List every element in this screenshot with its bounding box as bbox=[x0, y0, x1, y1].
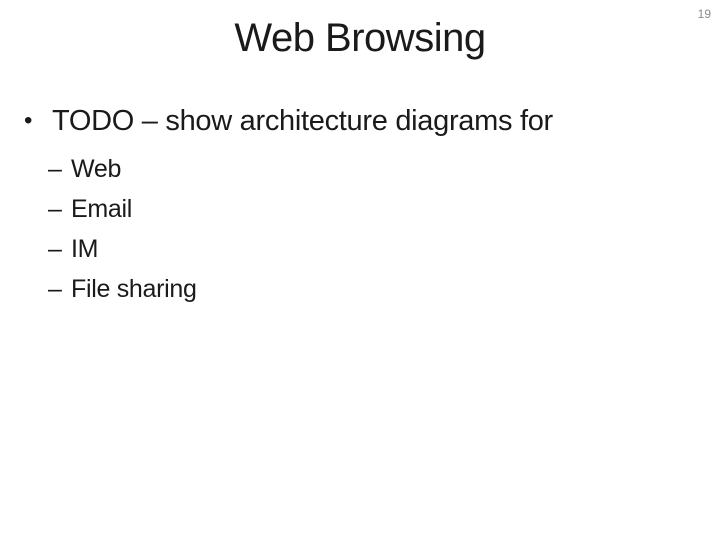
dash-marker: – bbox=[48, 275, 62, 303]
dash-marker: – bbox=[48, 195, 62, 223]
bullet-marker: • bbox=[24, 107, 33, 134]
slide-body: • TODO – show architecture diagrams for … bbox=[24, 102, 700, 309]
sub-bullet-item: – File sharing bbox=[48, 269, 700, 309]
slide-title: Web Browsing bbox=[234, 16, 486, 60]
bullet-text: TODO – show architecture diagrams for bbox=[52, 105, 553, 137]
dash-marker: – bbox=[48, 235, 62, 263]
sub-bullet-item: – Web bbox=[48, 149, 700, 189]
sub-bullet-text: File sharing bbox=[71, 275, 197, 303]
bullet-item: • TODO – show architecture diagrams for bbox=[24, 102, 700, 140]
sub-bullet-item: – Email bbox=[48, 189, 700, 229]
page-number: 19 bbox=[697, 7, 711, 21]
sub-bullet-item: – IM bbox=[48, 229, 700, 269]
sub-bullet-list: – Web – Email – IM – File sharing bbox=[24, 149, 700, 309]
sub-bullet-text: IM bbox=[71, 235, 99, 263]
sub-bullet-text: Email bbox=[71, 195, 133, 223]
dash-marker: – bbox=[48, 155, 62, 183]
sub-bullet-text: Web bbox=[71, 155, 122, 183]
